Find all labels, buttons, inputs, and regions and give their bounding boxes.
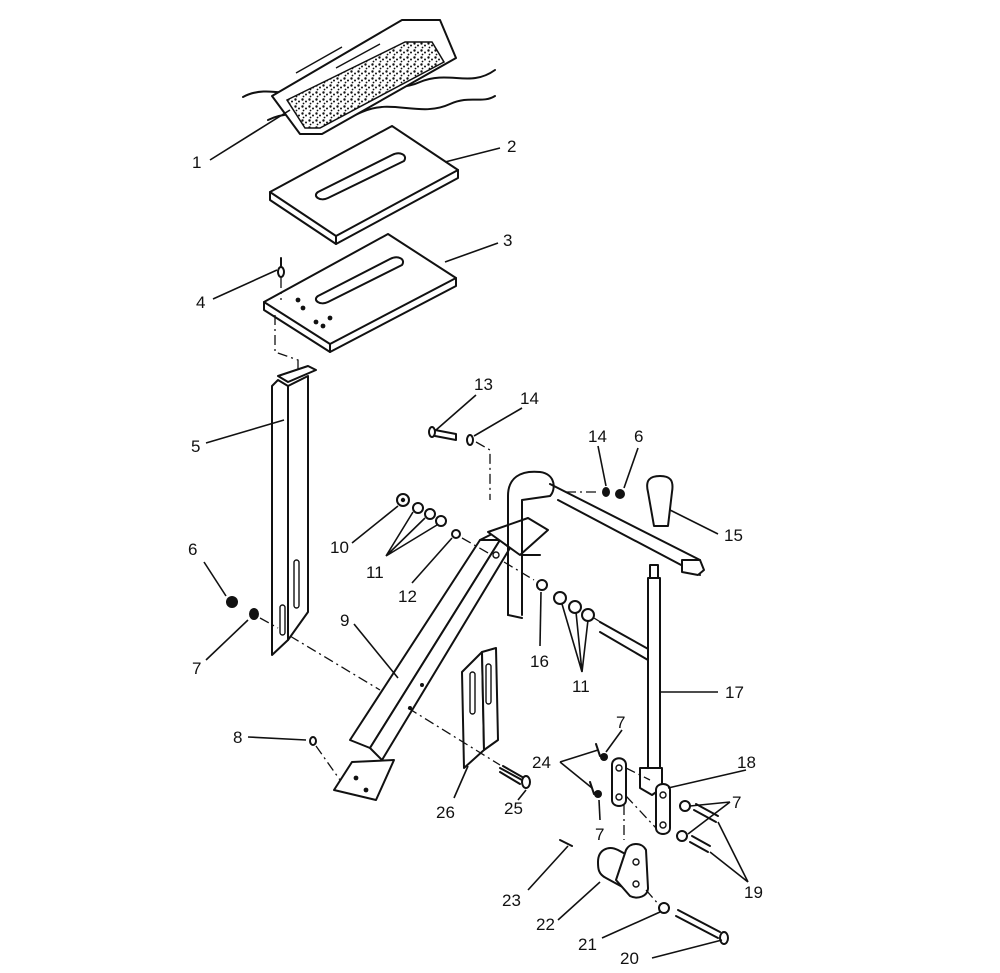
part-11-washers-right: [553, 591, 595, 622]
part-10-nut: [396, 493, 410, 507]
part-9-pedal-arm: [333, 517, 549, 801]
part-12-washer: [451, 529, 461, 539]
part-14-washer: [466, 434, 491, 500]
assembly-path-shaft: [593, 617, 611, 629]
callout-22: 22: [536, 915, 555, 934]
callout-7-left: 7: [192, 659, 201, 678]
part-8-screw: [309, 736, 341, 781]
callout-25: 25: [504, 799, 523, 818]
callout-7-upper: 7: [616, 713, 625, 732]
part-2-pad: [269, 125, 459, 245]
part-20-bolt: [675, 909, 729, 945]
callout-9: 9: [340, 611, 349, 630]
callout-1: 1: [192, 153, 201, 172]
part-23-pin: [559, 839, 573, 847]
callout-12: 12: [398, 587, 417, 606]
callout-13: 13: [474, 375, 493, 394]
part-3-pedal-plate: [263, 233, 457, 353]
assembly-path-pivot-axle: [407, 707, 501, 766]
callout-20: 20: [620, 949, 639, 968]
part-17-rod: [639, 564, 663, 796]
part-6-nut-right: [615, 489, 625, 499]
callout-labels: 1 2 3 4 5 6 6 7 7 7 7 8 9 10 11 11 12 13…: [188, 137, 763, 968]
callout-17: 17: [725, 683, 744, 702]
part-6-nut: [226, 596, 238, 608]
part-18-link-plates: [611, 757, 671, 835]
callout-3: 3: [503, 231, 512, 250]
assembly-path-lower-bolt: [645, 889, 661, 907]
callout-11-right: 11: [572, 677, 590, 696]
assembly-path-washers-right: [503, 561, 535, 581]
callout-2: 2: [507, 137, 516, 156]
callout-14-right: 14: [588, 427, 607, 446]
part-21-washer: [658, 902, 670, 914]
part-14-washer-right: [602, 487, 610, 497]
part-15-knob: [646, 475, 674, 527]
part-26-bracket: [461, 647, 499, 769]
part-7-washer-lower: [594, 790, 602, 798]
callout-18: 18: [737, 753, 756, 772]
part-5-support-bracket: [271, 365, 317, 656]
part-11-washers-left: [412, 502, 447, 527]
part-16-washer: [536, 579, 548, 591]
assembly-path-washers-left: [461, 537, 491, 555]
part-22-sleeve: [597, 843, 649, 899]
callout-8: 8: [233, 728, 242, 747]
callout-6-left: 6: [188, 540, 197, 559]
callout-19: 19: [744, 883, 763, 902]
callout-23: 23: [502, 891, 521, 910]
callout-26: 26: [436, 803, 455, 822]
callout-5: 5: [191, 437, 200, 456]
part-7-washer-upper: [600, 753, 608, 761]
callout-4: 4: [196, 293, 205, 312]
callout-6-right: 6: [634, 427, 643, 446]
callout-10: 10: [330, 538, 349, 557]
callout-7-right: 7: [732, 793, 741, 812]
part-7-washer: [249, 608, 279, 629]
callout-14-left: 14: [520, 389, 539, 408]
assembly-path-bracket-pivot: [289, 635, 381, 691]
callout-16: 16: [530, 652, 549, 671]
callout-21: 21: [578, 935, 597, 954]
part-7-washers-right: [676, 800, 691, 842]
part-4-screw: [277, 257, 285, 300]
part-25-bolt: [499, 765, 531, 789]
leader-lines: [203, 109, 749, 959]
callout-15: 15: [724, 526, 743, 545]
callout-11-left: 11: [366, 563, 384, 582]
callout-24: 24: [532, 753, 551, 772]
assembly-path-plate-support: [274, 315, 299, 370]
part-1-floor-tread: [242, 19, 496, 135]
callout-7-lower: 7: [595, 825, 604, 844]
u-tube-lever: [507, 470, 705, 663]
assembly-path-linkage: [623, 767, 657, 840]
part-13-bolt: [428, 426, 457, 441]
part-19-clevis-pins: [689, 803, 719, 853]
